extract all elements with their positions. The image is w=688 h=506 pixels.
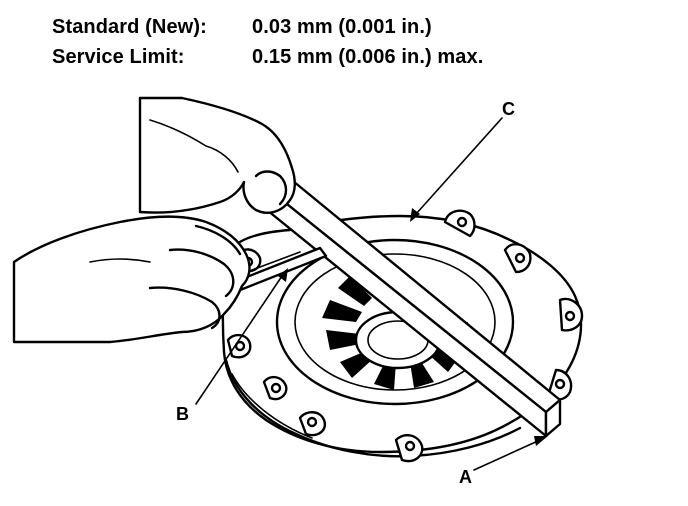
leader-line-b xyxy=(195,275,283,405)
spec-value-service-limit: 0.15 mm (0.006 in.) max. xyxy=(252,46,484,68)
pressure-plate-flange-depth xyxy=(224,358,522,458)
specification-block: Standard (New): 0.03 mm (0.001 in.) Serv… xyxy=(52,12,483,72)
leader-arrow-b xyxy=(278,268,288,282)
lower-hand-crease xyxy=(89,258,151,263)
leader-lines xyxy=(195,117,548,471)
upper-hand xyxy=(138,96,296,214)
callout-label-b: B xyxy=(176,404,189,424)
straight-edge xyxy=(260,170,562,438)
spec-label-standard: Standard (New): xyxy=(52,16,207,38)
spec-row-standard: Standard (New): 0.03 mm (0.001 in.) xyxy=(52,12,483,42)
diaphragm-inner-ring xyxy=(294,253,496,391)
spec-label-service-limit: Service Limit: xyxy=(52,46,185,68)
upper-hand-knuckle xyxy=(205,145,239,173)
lower-hand-outline xyxy=(12,215,251,344)
callout-label-c: C xyxy=(502,99,515,119)
lower-hand-thumb xyxy=(194,224,242,256)
leader-line-c xyxy=(415,117,503,215)
lower-hand-finger-2 xyxy=(148,286,221,330)
upper-hand-outline xyxy=(138,96,296,214)
straight-edge-end-face xyxy=(544,398,562,438)
upper-hand-thumb xyxy=(254,170,288,206)
leader-arrow-a xyxy=(534,436,548,446)
lower-hand-finger-1 xyxy=(168,248,235,298)
callout-label-a: A xyxy=(459,467,472,487)
spec-row-service-limit: Service Limit: 0.15 mm (0.006 in.) max. xyxy=(52,42,483,72)
upper-hand-wrist xyxy=(149,119,207,147)
leader-line-a xyxy=(473,439,541,471)
pressure-plate-flange-edge xyxy=(231,373,313,439)
bolt-tabs xyxy=(226,209,584,463)
pressure-plate xyxy=(221,209,584,463)
leader-arrow-c xyxy=(410,208,420,222)
lower-hand xyxy=(12,215,251,344)
spec-value-standard: 0.03 mm (0.001 in.) xyxy=(252,16,432,38)
